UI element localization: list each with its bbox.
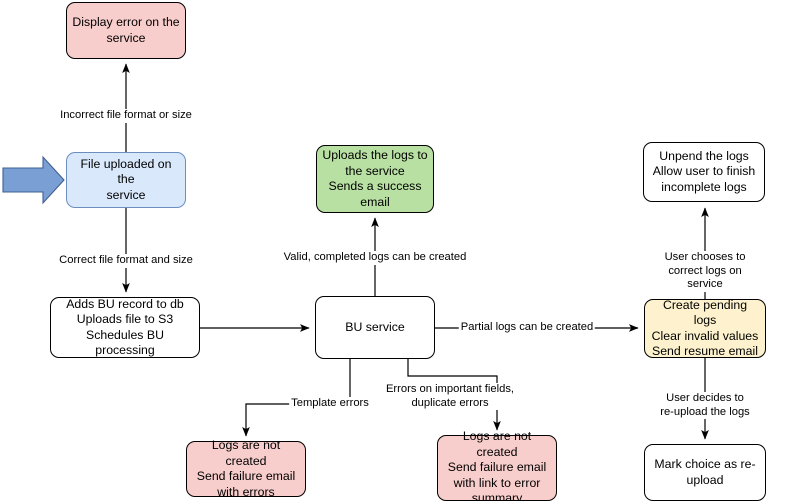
node-unpend-the-logs[interactable]: Unpend the logs Allow user to finish inc… xyxy=(643,142,765,202)
node-display-error[interactable]: Display error on the service xyxy=(66,2,186,59)
edge-label-correct-file-format: Correct file format and size xyxy=(57,254,195,268)
edge-label-user-chooses-to-correct: User chooses to correct logs on service xyxy=(657,251,753,292)
edge-label-template-errors: Template errors xyxy=(289,397,371,411)
node-logs-not-created-error-summary[interactable]: Logs are not created Send failure email … xyxy=(437,429,557,501)
node-create-pending-logs[interactable]: Create pending logs Clear invalid values… xyxy=(644,298,766,358)
node-file-uploaded-on-service[interactable]: File uploaded on the service xyxy=(66,152,186,208)
edge-label-valid-completed-logs: Valid, completed logs can be created xyxy=(281,251,469,265)
node-mark-choice-as-reupload[interactable]: Mark choice as re- upload xyxy=(644,444,766,501)
node-bu-service[interactable]: BU service xyxy=(315,296,435,359)
edge-label-partial-logs: Partial logs can be created xyxy=(458,321,596,335)
edge-label-errors-on-important-fields: Errors on important fields, duplicate er… xyxy=(383,383,517,410)
node-logs-not-created-with-errors[interactable]: Logs are not created Send failure email … xyxy=(186,438,306,499)
node-adds-bu-record[interactable]: Adds BU record to db Uploads file to S3 … xyxy=(50,297,200,358)
start-block-arrow xyxy=(2,155,65,205)
node-uploads-the-logs[interactable]: Uploads the logs to the service Sends a … xyxy=(316,145,434,213)
edge-label-user-decides-to-reupload: User decides to re-upload the logs xyxy=(657,392,753,419)
edge-label-incorrect-file-format: Incorrect file format or size xyxy=(58,109,194,123)
